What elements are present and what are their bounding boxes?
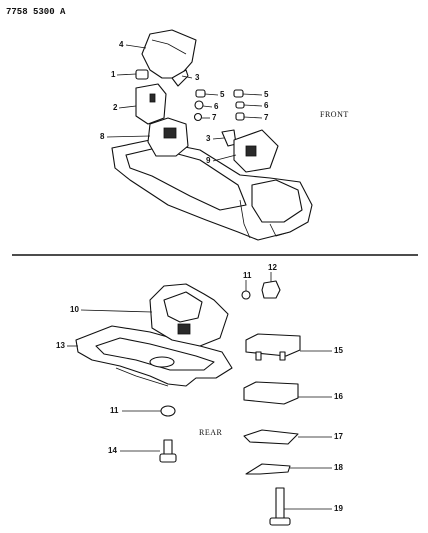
heat-shield: [141, 29, 197, 79]
plate-17: [243, 429, 299, 445]
nut-12: [261, 280, 281, 299]
callout-7-left: 7: [212, 113, 217, 122]
callout-6-left: 6: [214, 102, 219, 111]
bolt-3-upper: [171, 69, 189, 87]
diagram-code: 7758 5300 A: [6, 7, 66, 17]
nut-6-right: [235, 101, 245, 109]
callout-4: 4: [119, 40, 124, 49]
callout-8: 8: [100, 132, 105, 141]
callout-5-left: 5: [220, 90, 225, 99]
top-callouts: 4 1 3 2 8 5 6 7 5 6 7 3 9: [100, 40, 269, 165]
callout-15: 15: [334, 346, 343, 355]
nut-1: [135, 69, 149, 80]
bracket-18: [245, 463, 291, 475]
callout-16: 16: [334, 392, 343, 401]
insulator-9: [233, 129, 279, 173]
rear-crossmember: [75, 325, 233, 387]
callout-9: 9: [206, 156, 211, 165]
nut-5-left: [195, 89, 206, 98]
nut-7-right: [235, 112, 245, 121]
callout-10: 10: [70, 305, 79, 314]
callout-13: 13: [56, 341, 65, 350]
bracket-2: [135, 83, 167, 125]
washer-11-top: [241, 290, 251, 300]
callout-3-upper: 3: [195, 73, 200, 82]
fasteners-right: [233, 89, 245, 121]
callout-6-right: 6: [264, 101, 269, 110]
bolt-19: [269, 487, 291, 526]
bottom-callouts: 11 12 10 13 15 16 11 17 14 18 19: [56, 263, 343, 513]
washer-6-left: [194, 100, 204, 110]
front-label: FRONT: [320, 110, 349, 119]
block-16: [243, 381, 299, 405]
callout-11-lower: 11: [110, 406, 119, 415]
callout-1: 1: [111, 70, 116, 79]
callout-7-right: 7: [264, 113, 269, 122]
callout-17: 17: [334, 432, 343, 441]
callout-18: 18: [334, 463, 343, 472]
insulator-8: [147, 117, 189, 157]
nut-5-right: [233, 89, 244, 98]
callout-19: 19: [334, 504, 343, 513]
fasteners-left: [193, 89, 206, 122]
rear-label: REAR: [199, 428, 223, 437]
callout-3-lower: 3: [206, 134, 211, 143]
callout-5-right: 5: [264, 90, 269, 99]
front-crossmember: [111, 139, 313, 241]
callout-11-top: 11: [243, 271, 252, 280]
callout-12: 12: [268, 263, 277, 272]
insulator-10: [149, 283, 229, 347]
washer-7-left: [193, 112, 203, 122]
spacer-15: [245, 333, 301, 361]
callout-14: 14: [108, 446, 117, 455]
callout-2: 2: [113, 103, 118, 112]
washer-11-lower: [160, 405, 176, 417]
bolt-14: [159, 439, 177, 463]
